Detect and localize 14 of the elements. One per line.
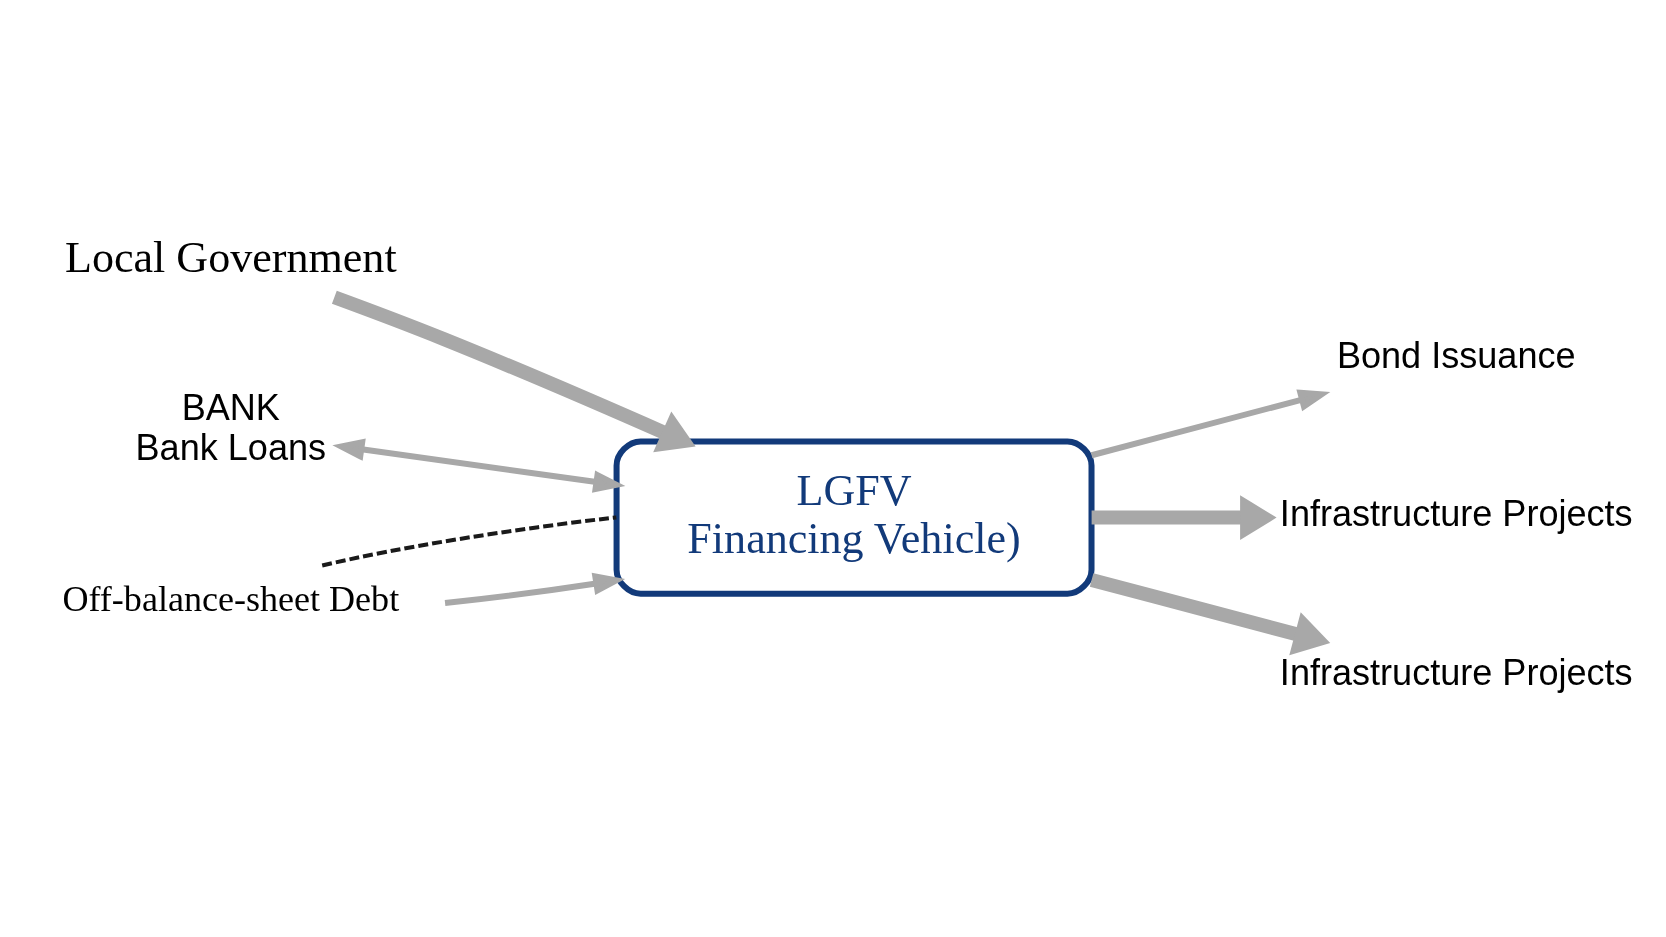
connector (321, 515, 617, 568)
arrow (1090, 389, 1331, 459)
arrow (1089, 573, 1331, 656)
node-text: Off-balance-sheet Debt (62, 578, 400, 619)
node-text: Infrastructure Projects (1279, 493, 1633, 535)
arrow (331, 290, 696, 453)
arrow (1091, 495, 1277, 540)
arrow (332, 438, 626, 493)
arrow (444, 572, 626, 607)
node-text: BANK Bank Loans (135, 387, 327, 469)
node-text: Infrastructure Projects (1279, 651, 1633, 693)
node-box: LGFV Financing Vehicle) (613, 438, 1095, 597)
node-text: Bond Issuance (1336, 335, 1576, 377)
node-text: Local Government (64, 233, 397, 283)
